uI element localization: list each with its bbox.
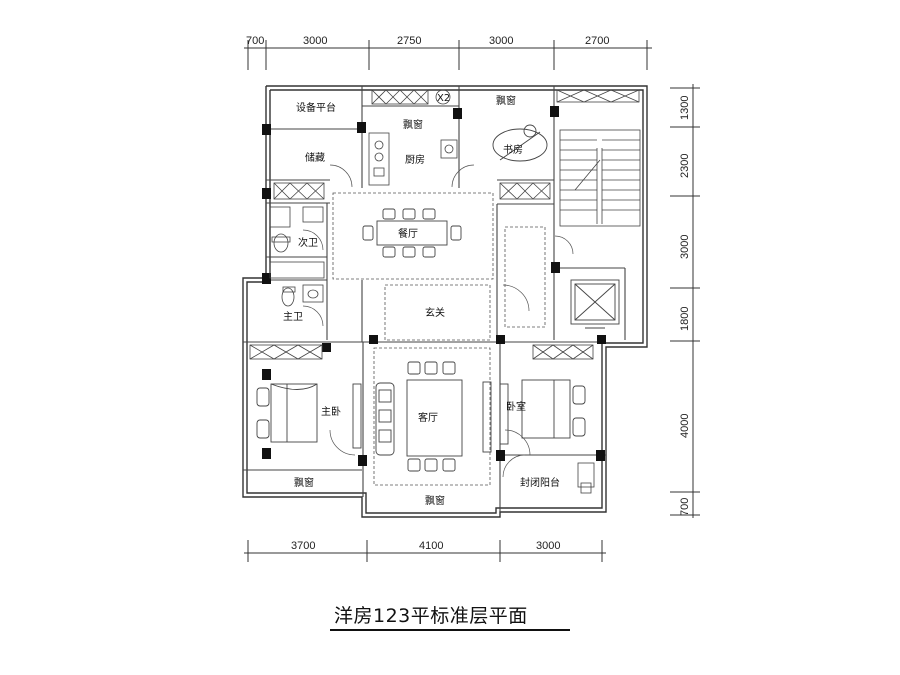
living-room-furniture: [352, 361, 492, 472]
room-bay-window-bottom-1: 飘窗: [294, 476, 314, 489]
kitchen-fixtures: [368, 89, 458, 186]
top-dimension-line: [244, 40, 652, 70]
room-master-bedroom: 主卧: [321, 405, 341, 418]
bathroom-fixtures: [269, 206, 325, 307]
stairwell: [559, 129, 641, 227]
top-dim-2: 3000: [303, 35, 327, 47]
dining-table: [362, 208, 462, 258]
plan-title: 洋房123平标准层平面: [334, 605, 528, 627]
room-master-bath: 主卫: [283, 311, 303, 323]
zone-outlines: [332, 192, 546, 486]
exterior-walls: [242, 85, 648, 518]
top-dim-1: 700: [246, 35, 264, 47]
top-dim-5: 2700: [585, 35, 609, 47]
room-bay-window-top-1: 飘窗: [403, 118, 423, 131]
bottom-dim-1: 3700: [291, 540, 315, 552]
title-underline: [330, 629, 570, 631]
right-dim-6: 700: [679, 498, 691, 516]
room-storage: 储藏: [305, 151, 325, 164]
window-hatches: [249, 89, 640, 360]
room-study: 书房: [503, 143, 523, 156]
room-equipment-platform: 设备平台: [296, 101, 336, 114]
study-furniture: [492, 124, 548, 162]
interior-walls: [243, 86, 626, 512]
bottom-dimension-line: [244, 540, 606, 562]
room-living-room: 客厅: [418, 411, 438, 424]
top-dim-4: 3000: [489, 35, 513, 47]
bottom-dim-2: 4100: [419, 540, 443, 552]
right-dim-1: 1300: [679, 96, 691, 120]
bottom-dim-3: 3000: [536, 540, 560, 552]
right-dim-5: 4000: [679, 414, 691, 438]
room-bedroom: 卧室: [506, 400, 526, 413]
right-dim-2: 2300: [679, 154, 691, 178]
room-bay-window-bottom-2: 飘窗: [425, 494, 445, 507]
room-second-bath: 次卫: [298, 236, 318, 249]
room-bay-window-top-2: 飘窗: [496, 94, 516, 107]
elevator-shaft: [570, 279, 620, 329]
stair-marker-label: X2: [437, 93, 450, 104]
door-swings: [302, 164, 574, 478]
right-dim-4: 1800: [679, 307, 691, 331]
top-dim-3: 2750: [397, 35, 421, 47]
room-dining: 餐厅: [398, 227, 418, 240]
structural-columns: [262, 106, 606, 466]
room-kitchen: 厨房: [405, 153, 425, 166]
balcony-fixture: [577, 462, 595, 494]
bedroom-bed: [499, 379, 586, 445]
right-dim-3: 3000: [679, 235, 691, 259]
room-foyer: 玄关: [425, 306, 445, 319]
master-bed: [256, 383, 318, 443]
room-enclosed-balcony: 封闭阳台: [520, 476, 560, 489]
right-dimension-line: [670, 84, 700, 518]
